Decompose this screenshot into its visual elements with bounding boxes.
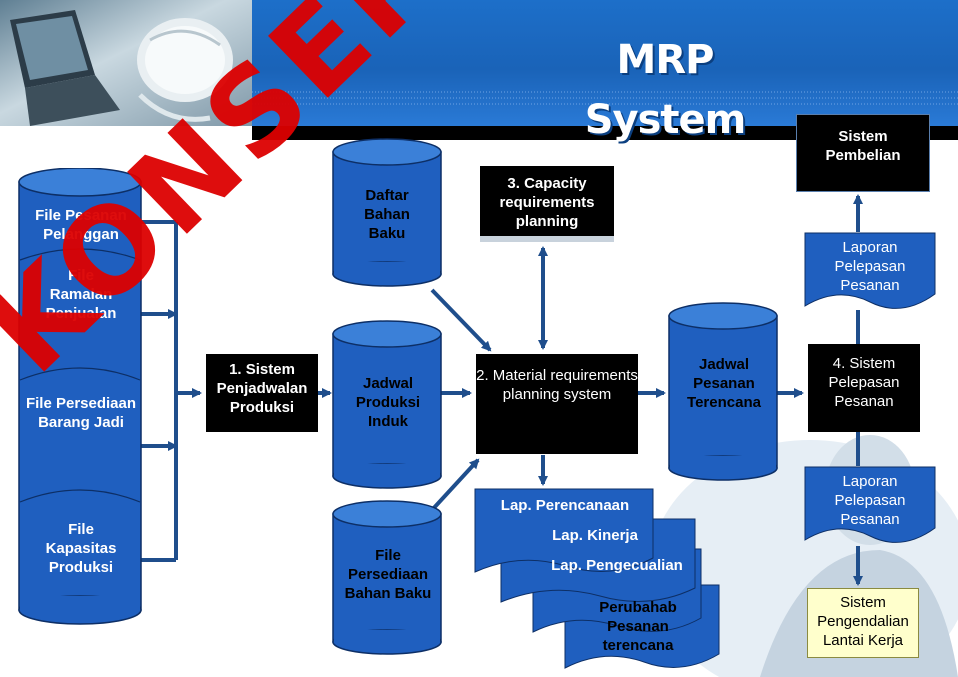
header-banner-pattern bbox=[252, 91, 958, 105]
report-lap-perencanaan: Lap. Perencanaan bbox=[500, 497, 630, 514]
doc-laporan-top-shape bbox=[804, 232, 936, 309]
cylinder-jadwal-produksi-induk bbox=[332, 320, 442, 489]
label-daftar-bahan-baku: Daftar Bahan Baku bbox=[364, 187, 410, 242]
laptop-mouse-photo bbox=[0, 0, 252, 126]
label-jadwal-produksi-induk: Jadwal Produksi Induk bbox=[355, 375, 421, 430]
label-file-persediaan-bahan-baku: File Persediaan Bahan Baku bbox=[344, 547, 432, 602]
box-mrp-system: 2. Material requirements planning system bbox=[476, 354, 638, 454]
cylinder-daftar-bahan-baku bbox=[332, 138, 442, 287]
box-sistem-penjadwalan-produksi: 1. Sistem Penjadwalan Produksi bbox=[206, 354, 318, 432]
doc-laporan-bottom-shape bbox=[804, 466, 936, 543]
cylinder-file-persediaan-bahan-baku bbox=[332, 500, 442, 655]
file-pesanan-pelanggan: File Pesanan Pelanggan bbox=[35, 207, 127, 243]
report-lap-pengecualian: Lap. Pengecualian bbox=[551, 557, 683, 574]
header-photo bbox=[0, 0, 252, 126]
file-kapasitas-produksi: File Kapasitas Produksi bbox=[45, 521, 117, 576]
page-title: MRP System bbox=[584, 37, 747, 143]
label-jadwal-pesanan-terencana: Jadwal Pesanan Terencana bbox=[687, 356, 761, 411]
doc-laporan-bottom-label: Laporan Pelepasan Pesanan bbox=[834, 473, 906, 528]
report-doc-1-shape bbox=[474, 488, 654, 573]
report-perubahan-pesanan-terencana: Perubahab Pesanan terencana bbox=[599, 599, 677, 654]
file-ramalan-penjualan: File Ramalan Penjualan bbox=[45, 267, 117, 322]
arrow-fpbb-mrp bbox=[430, 458, 480, 512]
box-capacity-requirements-planning: 3. Capacity requirements planning bbox=[480, 166, 614, 242]
box-sistem-pembelian: Sistem Pembelian bbox=[796, 114, 930, 192]
header-black-bar bbox=[252, 126, 958, 140]
file-persediaan-barang-jadi: File Persediaan Barang Jadi bbox=[25, 395, 137, 431]
cylinder-jadwal-pesanan-terencana bbox=[668, 302, 778, 481]
report-lap-kinerja: Lap. Kinerja bbox=[552, 527, 638, 544]
arrow-dbb-mrp bbox=[430, 288, 492, 352]
doc-laporan-top-label: Laporan Pelepasan Pesanan bbox=[834, 239, 906, 294]
box-sistem-pengendalian-lantai-kerja: Sistem Pengendalian Lantai Kerja bbox=[807, 588, 919, 658]
file-stack-cylinder bbox=[18, 168, 142, 625]
box-sistem-pelepasan-pesanan: 4. Sistem Pelepasan Pesanan bbox=[808, 344, 920, 432]
header-banner bbox=[252, 0, 958, 126]
